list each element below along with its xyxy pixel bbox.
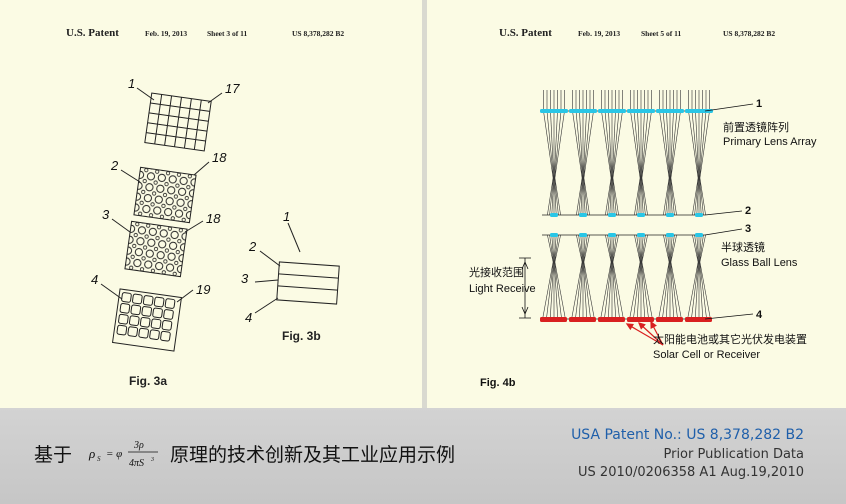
patent-number-line: USA Patent No.: US 8,378,282 B2 xyxy=(571,427,804,443)
fig-3-drawing: 1 17 2 18 3 18 4 19 1 2 3 4 Fig. 3a Fig.… xyxy=(91,76,340,388)
patent-sheet-left: U.S. Patent Feb. 19, 2013 Sheet 3 of 11 … xyxy=(0,0,422,408)
ball-lens-bottom-2 xyxy=(579,233,587,237)
plate-2-lens xyxy=(133,166,197,224)
primary-lens-3 xyxy=(598,109,626,113)
publication-number-line: US 2010/0206358 A1 Aug.19,2010 xyxy=(578,465,804,480)
label-receive-cn: 光接收范围 xyxy=(469,265,524,279)
solar-cell-4 xyxy=(627,317,654,322)
solar-cell-5 xyxy=(656,317,683,322)
sheet-number: Sheet 3 of 11 xyxy=(207,29,248,38)
formula-lhs: ρ xyxy=(88,446,95,461)
label-fig3a-1: 1 xyxy=(128,76,135,91)
ball-lens-top-1 xyxy=(550,213,558,217)
footer-title: 原理的技术创新及其工业应用示例 xyxy=(170,444,456,466)
primary-lens-4 xyxy=(627,109,655,113)
ball-lens-top-5 xyxy=(666,213,674,217)
sheet-patent-no: US 8,378,282 B2 xyxy=(292,29,345,38)
ball-lens-top-4 xyxy=(637,213,645,217)
label-fig3a-19: 19 xyxy=(196,282,210,297)
solar-cell-2 xyxy=(569,317,596,322)
primary-lens-5 xyxy=(656,109,684,113)
formula-subscript: S xyxy=(97,455,101,463)
plate-1-grid xyxy=(144,92,212,152)
formula-numerator: 3ρ xyxy=(133,440,144,451)
formula: ρ S = φ 3ρ 4πS 3 xyxy=(88,440,158,469)
footer-band xyxy=(0,408,846,504)
solar-cell-1 xyxy=(540,317,567,322)
arrow-head-1 xyxy=(625,323,634,331)
ball-lens-bottom-4 xyxy=(637,233,645,237)
label-fig3a-18b: 18 xyxy=(206,211,221,226)
label-fig3b-1: 1 xyxy=(283,209,290,224)
label-primary-cn: 前置透镜阵列 xyxy=(723,120,789,134)
primary-lens-1 xyxy=(540,109,568,113)
label-ball-cn: 半球透镜 xyxy=(721,240,765,254)
label-fig3a-17: 17 xyxy=(225,81,240,96)
plate-4-cells xyxy=(111,288,183,352)
ball-lens-top-2 xyxy=(579,213,587,217)
label-ball-en: Glass Ball Lens xyxy=(721,257,798,269)
label-receive-en: Light Receive xyxy=(469,283,536,295)
sheet-divider xyxy=(422,0,427,408)
ball-lens-top-3 xyxy=(608,213,616,217)
caption-fig-3b: Fig. 3b xyxy=(282,329,321,343)
formula-denominator: 4πS xyxy=(129,458,144,469)
formula-eq: = φ xyxy=(106,448,122,460)
light-rays xyxy=(542,90,711,320)
label-fig3a-3: 3 xyxy=(102,207,110,222)
label-ball-number-2: 2 xyxy=(745,205,751,217)
ball-lens-top-6 xyxy=(695,213,703,217)
footer-title-prefix: 基于 xyxy=(34,444,73,466)
ball-lens-bottom-5 xyxy=(666,233,674,237)
label-fig3a-2: 2 xyxy=(110,158,119,173)
sheet-title-right: U.S. Patent xyxy=(499,27,552,39)
plate-3-lens xyxy=(124,220,188,278)
label-fig3b-2: 2 xyxy=(248,239,257,254)
label-solar-en: Solar Cell or Receiver xyxy=(653,349,760,361)
prior-publication-label: Prior Publication Data xyxy=(663,447,804,462)
sheet-title: U.S. Patent xyxy=(66,27,119,39)
label-primary-en: Primary Lens Array xyxy=(723,136,817,148)
label-fig3a-4: 4 xyxy=(91,272,98,287)
solar-cell-3 xyxy=(598,317,625,322)
sheet-date: Feb. 19, 2013 xyxy=(145,29,188,38)
label-solar-cn: 太阳能电池或其它光伏发电装置 xyxy=(653,332,807,346)
arrow-head-3 xyxy=(650,320,657,329)
fig-4b-drawing: 1 2 3 4 前置透镜阵列 Primary Lens Array 半球透镜 G… xyxy=(469,90,817,389)
pointer-arrows xyxy=(625,320,664,346)
sheet-patent-no-right: US 8,378,282 B2 xyxy=(723,29,776,38)
sheet-date-right: Feb. 19, 2013 xyxy=(578,29,621,38)
ball-lens-bottom-3 xyxy=(608,233,616,237)
sheet-number-right: Sheet 5 of 11 xyxy=(641,29,682,38)
lens-markers xyxy=(540,109,713,322)
solar-cell-6 xyxy=(685,317,712,322)
fig-3b-stack xyxy=(276,261,340,305)
patent-sheet-right: U.S. Patent Feb. 19, 2013 Sheet 5 of 11 … xyxy=(427,0,846,408)
label-fig3b-4: 4 xyxy=(245,310,252,325)
formula-exponent: 3 xyxy=(150,457,154,463)
primary-lens-2 xyxy=(569,109,597,113)
label-primary-number: 1 xyxy=(756,98,762,110)
label-fig3b-3: 3 xyxy=(241,271,249,286)
caption-fig-3a: Fig. 3a xyxy=(129,374,167,388)
label-ball-number-3: 3 xyxy=(745,223,751,235)
ball-lens-bottom-1 xyxy=(550,233,558,237)
arrow-head-2 xyxy=(637,322,646,330)
label-cell-number: 4 xyxy=(756,309,763,321)
primary-lens-6 xyxy=(685,109,713,113)
ball-lens-bottom-6 xyxy=(695,233,703,237)
label-fig3a-18a: 18 xyxy=(212,150,227,165)
caption-fig-4b: Fig. 4b xyxy=(480,377,516,389)
